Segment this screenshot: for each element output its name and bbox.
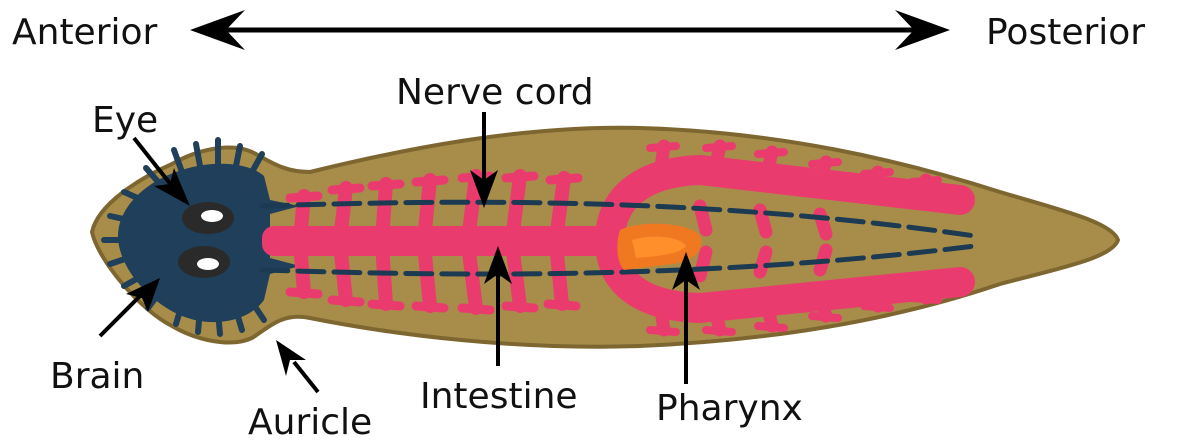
pharynx-label: Pharynx bbox=[656, 388, 803, 429]
brain-label: Brain bbox=[50, 356, 144, 397]
nerve-cord-label: Nerve cord bbox=[396, 72, 594, 113]
intestine-label: Intestine bbox=[420, 376, 578, 417]
auricle-label: Auricle bbox=[248, 402, 372, 443]
anterior-label: Anterior bbox=[12, 12, 158, 53]
eye-label: Eye bbox=[92, 100, 158, 141]
anterior-posterior-axis-arrow bbox=[190, 10, 950, 50]
eye-upper bbox=[182, 202, 234, 234]
posterior-label: Posterior bbox=[986, 12, 1145, 53]
eye-lower bbox=[178, 246, 230, 278]
